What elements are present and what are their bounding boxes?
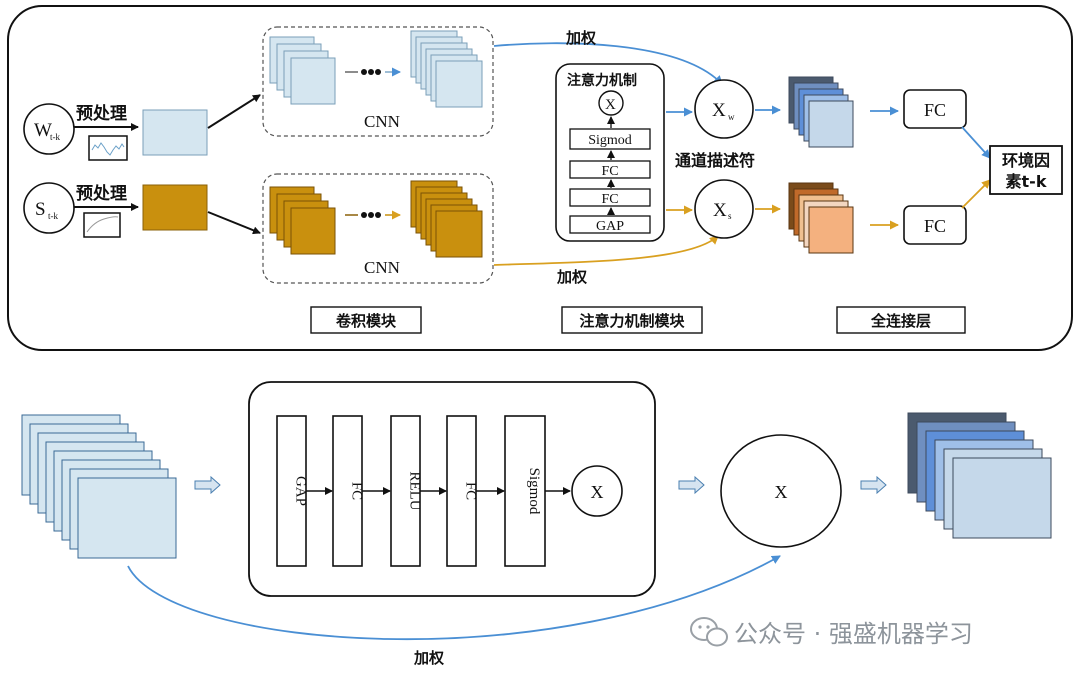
cnn-bottom-output-layer-5: [435, 210, 483, 258]
module-label-conv: 卷积模块: [310, 306, 422, 334]
cnn-top-ellipsis: [345, 67, 401, 77]
cnn-top-box: [262, 26, 494, 137]
lower-layer-box-4: [504, 415, 546, 567]
lower-layer-box-0: [276, 415, 307, 567]
attention-title: 注意力机制: [567, 72, 637, 89]
fc-top-label: FC: [924, 100, 946, 120]
cnn-top-output-layer-5: [435, 60, 483, 108]
lower-layer-label-1: FC: [349, 482, 365, 500]
wechat-icon: [690, 617, 728, 647]
weighted-w-layer-4: [808, 100, 854, 148]
module-label-conv-text: 卷积模块: [335, 312, 397, 330]
cnn-top-input-layer-3: [290, 57, 336, 105]
weighting-label-bottom: 加权: [556, 268, 588, 286]
attention-layer-sigmod-label: Sigmod: [588, 133, 632, 148]
xs-node: X s: [694, 179, 754, 239]
lower-weighting-label: 加权: [413, 649, 445, 667]
attention-layer-gap: GAP: [569, 215, 651, 234]
top-diagram-frame: [7, 5, 1073, 351]
weighting-label-top: 加权: [565, 29, 597, 47]
lower-layer-label-4: Sigmod: [526, 468, 542, 515]
attention-layer-gap-label: GAP: [596, 219, 624, 234]
xs-subscript: s: [728, 211, 732, 221]
output-label-line2: 素t-k: [1006, 172, 1047, 191]
lower-arrow-block-to-x: [678, 475, 705, 495]
lower-layer-label-0: GAP: [293, 476, 309, 506]
cnn-top-label: CNN: [364, 112, 400, 131]
lower-arrow-x-to-output: [860, 475, 887, 495]
lower-layer-box-2: [390, 415, 421, 567]
lower-input-feature-stack: [21, 414, 177, 559]
lower-multiply-small: X: [571, 465, 623, 517]
weighted-feature-stack-w: [788, 76, 854, 148]
fc-top-to-output-arrow: [961, 126, 991, 159]
fc-bottom-block: FC: [903, 205, 967, 245]
attention-multiply-symbol: X: [605, 97, 616, 113]
lower-multiply-large-symbol: X: [775, 482, 788, 502]
lower-output-layer-5: [952, 457, 1052, 539]
waveform-thumbnail-w: [88, 135, 128, 161]
preprocess-label-s: 预处理: [76, 183, 127, 204]
cnn-top-input-stack: [269, 36, 336, 105]
module-label-attention-text: 注意力机制模块: [579, 312, 685, 330]
cnn-bottom-ellipsis: [345, 210, 401, 220]
xs-symbol: X: [713, 200, 727, 221]
lower-layer-label-2: RELU: [407, 471, 423, 510]
arrow-w-to-cnn: [207, 94, 261, 129]
fc-top-block: FC: [903, 89, 967, 129]
input-w-subscript: t-k: [50, 132, 60, 142]
attention-layer-fc-2-label: FC: [601, 192, 618, 207]
attention-multiply-node: X: [598, 90, 624, 116]
arrow-s-to-cnn: [207, 211, 261, 235]
lower-multiply-small-symbol: X: [591, 482, 604, 502]
weighted-feature-stack-s: [788, 182, 854, 254]
weighted-s-layer-4: [808, 206, 854, 254]
module-label-attention: 注意力机制模块: [561, 306, 703, 334]
curve-thumbnail-s: [83, 212, 121, 238]
attention-layer-fc-1: FC: [569, 160, 651, 179]
module-label-fc-text: 全连接层: [870, 312, 931, 330]
lower-layer-label-3: FC: [463, 482, 479, 500]
xw-node: X w: [694, 79, 754, 139]
weighting-curve-top: [493, 42, 723, 85]
cnn-bottom-box: [262, 173, 494, 284]
attention-layer-sigmod: Sigmod: [569, 128, 651, 150]
lower-arrow-input-to-block: [194, 475, 221, 495]
watermark-text: 公众号 · 强盛机器学习: [734, 620, 973, 648]
output-block: 环境因 素t-k: [989, 145, 1063, 195]
lower-multiply-large: X: [720, 434, 842, 548]
preprocessed-w-block: [142, 109, 208, 156]
attention-layer-fc-2: FC: [569, 188, 651, 207]
output-label-line1: 环境因: [1002, 151, 1050, 170]
xw-symbol: X: [712, 100, 726, 121]
channel-descriptor-label: 通道描述符: [675, 151, 755, 170]
input-s-symbol: S: [35, 199, 46, 220]
cnn-bottom-input-layer-3: [290, 207, 336, 255]
input-s-subscript: t-k: [48, 211, 58, 221]
lower-layer-box-3: [446, 415, 477, 567]
xw-subscript: w: [728, 112, 735, 122]
lower-weighting-curve: [127, 555, 781, 641]
weighting-curve-bottom: [493, 235, 719, 266]
lower-output-feature-stack: [907, 412, 1052, 539]
cnn-top-output-stack: [410, 30, 483, 108]
lower-layer-sequence: GAP FC RELU FC Sigmod: [276, 415, 571, 567]
attention-layer-fc-1-label: FC: [601, 164, 618, 179]
input-w-node: W t-k: [23, 103, 75, 155]
cnn-bottom-label: CNN: [364, 258, 400, 277]
lower-input-layer-7: [77, 477, 177, 559]
preprocess-label-w: 预处理: [76, 103, 127, 124]
input-s-node: S t-k: [23, 182, 75, 234]
input-w-symbol: W: [34, 120, 52, 141]
preprocessed-s-block: [142, 184, 208, 231]
cnn-bottom-output-stack: [410, 180, 483, 258]
cnn-bottom-input-stack: [269, 186, 336, 255]
module-label-fc: 全连接层: [836, 306, 966, 334]
lower-layer-box-1: [332, 415, 363, 567]
watermark: 公众号 · 强盛机器学习: [690, 617, 973, 648]
fc-bottom-label: FC: [924, 216, 946, 236]
fc-bottom-to-output-arrow: [961, 179, 991, 209]
